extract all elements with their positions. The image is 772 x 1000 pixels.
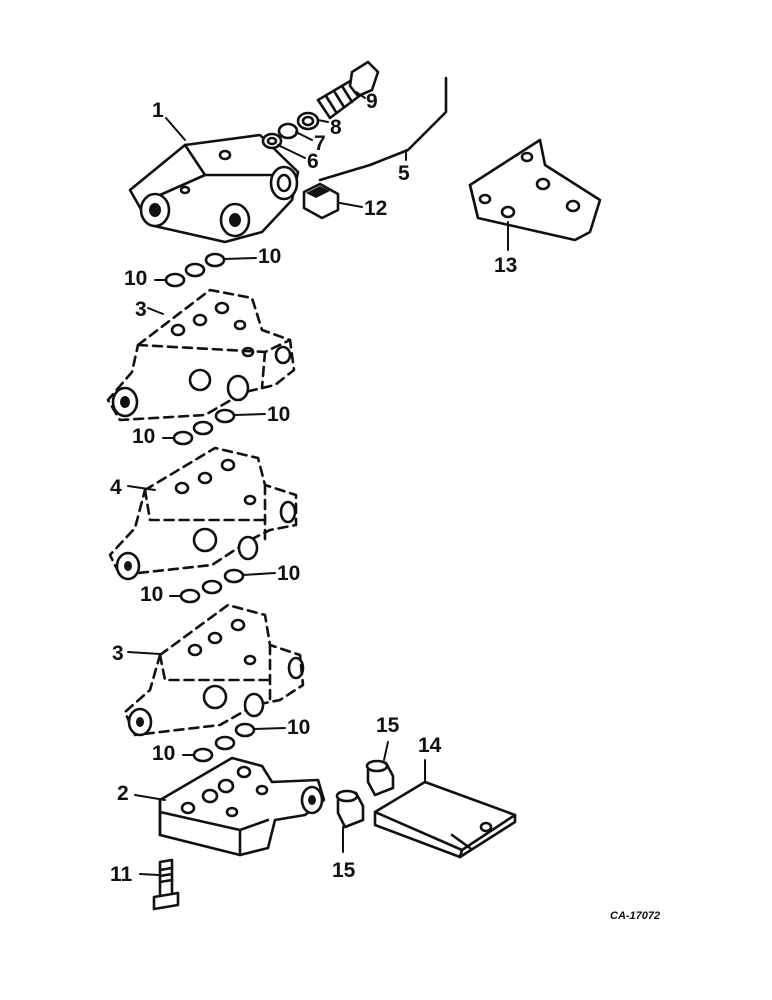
callout-10-c: 10 [267,403,290,426]
plug-part-12 [302,182,340,220]
callout-14: 14 [418,734,442,757]
spacer-part-15-lower [335,789,365,829]
leader-lines [127,91,509,876]
o-ring-part-6 [261,132,283,150]
valve-housing-part-1 [128,133,300,244]
callout-10-a: 10 [258,245,281,268]
callout-9: 9 [366,90,378,113]
tie-bolt-part-11 [152,858,180,911]
callout-7: 7 [314,132,326,155]
adjusting-screw-part-9 [316,60,380,120]
callout-10-e: 10 [277,562,300,585]
o-ring-part-7 [277,122,299,140]
callout-10-f: 10 [140,583,163,606]
callout-2: 2 [117,782,129,805]
callout-10-b: 10 [124,267,147,290]
callout-15-upper: 15 [376,714,400,737]
o-ring-set-part-10 [164,252,256,763]
callout-4: 4 [110,476,122,499]
callout-10-g: 10 [287,716,310,739]
callout-6: 6 [307,150,319,173]
drawing-code: CA-17072 [610,910,660,922]
mounting-plate-part-13 [468,138,602,242]
valve-section-part-3-lower [123,603,305,737]
callout-15-lower: 15 [332,859,356,882]
callout-13: 13 [494,254,517,277]
shield-part-14 [373,780,517,859]
callout-12: 12 [364,197,387,220]
end-cover-part-2 [158,756,326,857]
callout-8: 8 [330,116,342,139]
callout-3-lower: 3 [112,642,124,665]
callout-5: 5 [398,162,410,185]
callout-3-upper: 3 [135,298,147,321]
washer-part-8 [296,111,320,131]
callout-11: 11 [110,863,133,886]
spacer-part-15-upper [365,759,395,797]
callout-10-d: 10 [132,425,155,448]
callout-10-h: 10 [152,742,175,765]
valve-section-part-3-upper [106,288,296,422]
callout-1: 1 [152,99,164,122]
valve-section-part-4 [108,446,298,581]
link-part-5 [318,76,448,182]
